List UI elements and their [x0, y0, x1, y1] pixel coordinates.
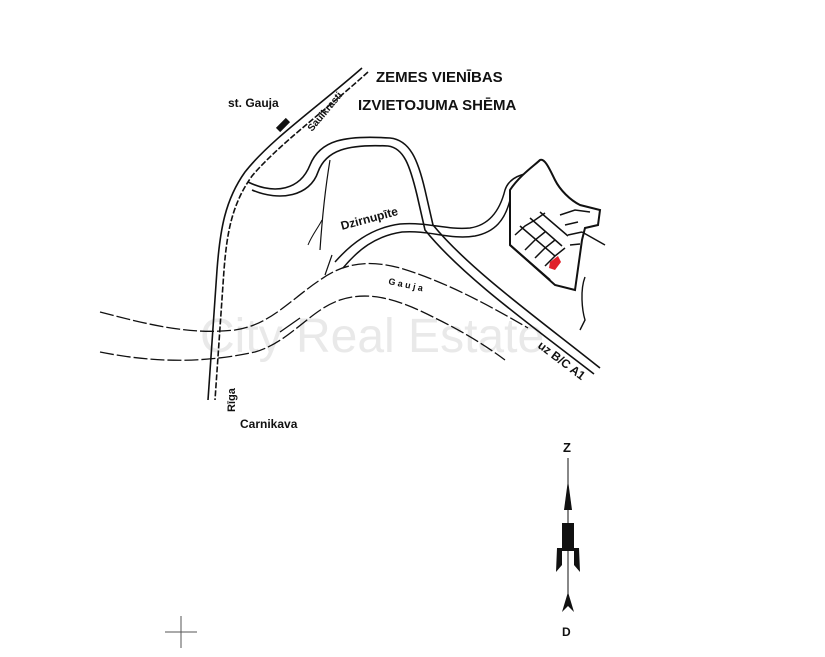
road	[247, 136, 601, 375]
title-line-2: IZVIETOJUMA SHĒMA	[358, 97, 517, 114]
stream-label: Dzirnupīte	[339, 204, 400, 233]
riga-label: Rīga	[226, 387, 238, 412]
stream-dzirnupite	[307, 159, 546, 276]
river-gauja	[99, 262, 529, 361]
compass-south: D	[562, 625, 571, 639]
boundary-line	[579, 276, 586, 331]
highlighted-parcel	[549, 256, 561, 270]
station-marker	[275, 117, 291, 133]
crosshair-icon	[165, 616, 197, 648]
station-label: st. Gauja	[228, 96, 279, 110]
saulkrasti-label: Saulkrasti	[306, 90, 345, 134]
railway	[207, 67, 369, 401]
title-line-1: ZEMES VIENĪBAS	[376, 69, 503, 86]
parcel-area	[509, 158, 606, 292]
compass-north: Z	[563, 440, 571, 455]
north-arrow-icon: Z D	[556, 440, 580, 639]
river-label: G a u j a	[388, 276, 425, 293]
town-label: Carnikava	[240, 417, 298, 431]
watermark: City Real Estate	[200, 310, 544, 363]
